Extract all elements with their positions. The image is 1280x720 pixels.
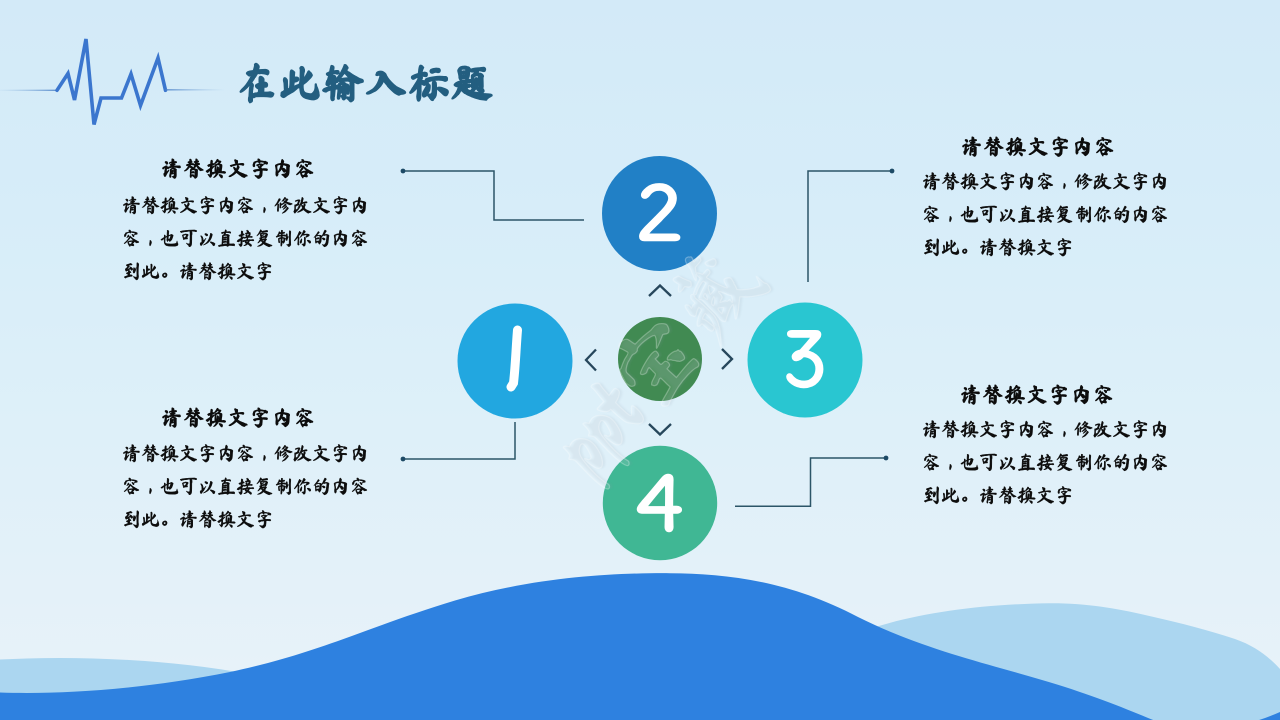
svg-text:3: 3 [783, 310, 827, 408]
svg-text:4: 4 [636, 454, 684, 552]
svg-text:2: 2 [637, 164, 683, 262]
